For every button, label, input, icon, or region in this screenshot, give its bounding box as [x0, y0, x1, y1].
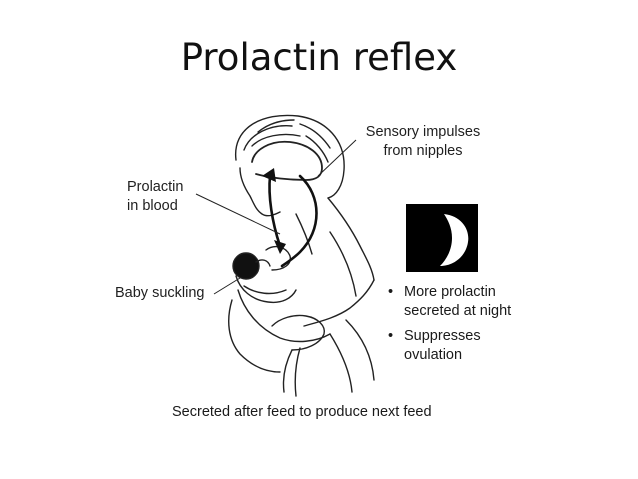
prolactin-blood-label: Prolactin in blood [127, 178, 183, 216]
mother-head [235, 114, 345, 199]
prolactin-arrowhead [274, 240, 286, 254]
footer-caption: Secreted after feed to produce next feed [172, 404, 432, 420]
sensory-impulses-label: Sensory impulses from nipples [352, 123, 494, 161]
prolactin-line-2: in blood [127, 198, 178, 214]
leader-baby [213, 277, 241, 295]
bullet-list: More prolactin secreted at night Suppres… [388, 283, 511, 371]
bullet-ovulation-line-1: Suppresses [404, 328, 481, 344]
sensory-arrow [280, 174, 318, 268]
sensory-line-1: Sensory impulses [365, 124, 481, 140]
bullet-night: More prolactin secreted at night [388, 283, 511, 321]
slide-title: Prolactin reflex [180, 36, 458, 79]
night-box [406, 204, 478, 272]
bullet-night-line-1: More prolactin [404, 284, 496, 300]
sensory-line-2: from nipples [383, 143, 463, 159]
prolactin-line-1: Prolactin [127, 179, 184, 195]
sensory-arrowhead [262, 168, 276, 182]
leader-sensory [317, 139, 357, 177]
bullet-night-line-2: secreted at night [404, 303, 512, 319]
bullet-ovulation: Suppresses ovulation [388, 327, 511, 365]
bullet-ovulation-line-2: ovulation [404, 347, 463, 363]
prolactin-arrow [268, 174, 282, 248]
crescent-moon-icon [440, 214, 469, 266]
baby-suckling-label: Baby suckling [115, 285, 205, 301]
leader-prolactin [195, 193, 281, 235]
